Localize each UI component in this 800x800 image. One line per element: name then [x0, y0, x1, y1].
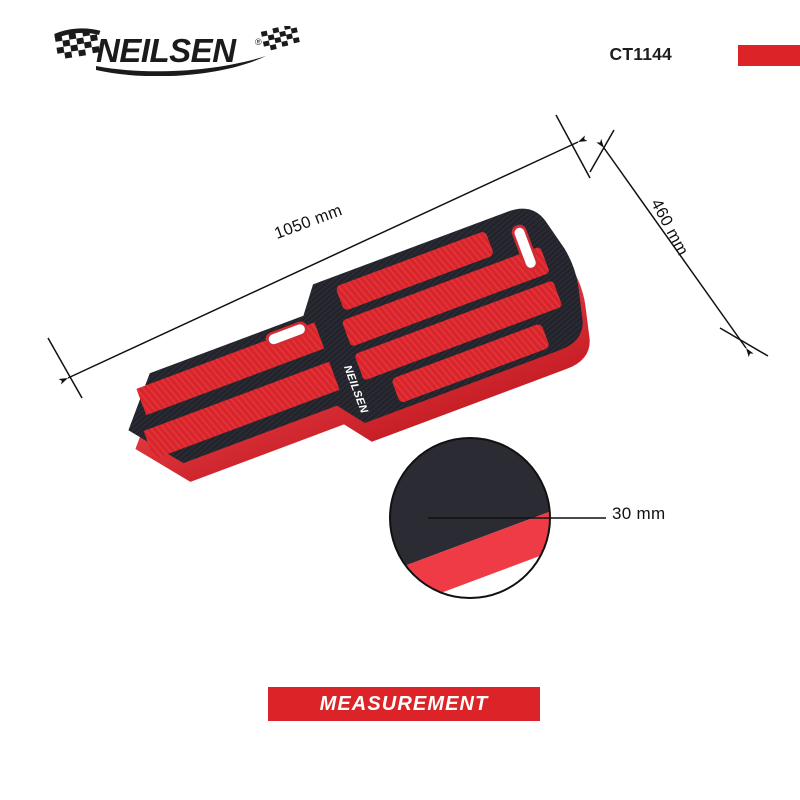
- ext-tick-right: [719, 327, 769, 357]
- magnified-body: [390, 438, 550, 588]
- checkered-flag-right-icon: [260, 26, 300, 51]
- header-accent-block: [738, 45, 800, 66]
- registered-mark: ®: [255, 37, 262, 47]
- brand-logo: NEILSEN ®: [52, 26, 312, 76]
- dimension-line-width: [596, 138, 754, 358]
- product-code: CT1144: [609, 44, 672, 64]
- measurement-banner-label: MEASUREMENT: [319, 692, 489, 715]
- neilsen-logo-svg: NEILSEN ®: [54, 26, 300, 76]
- brand-wordmark: NEILSEN: [96, 32, 237, 69]
- checkered-flag-left-icon: [54, 28, 101, 59]
- ext-tick-left: [47, 337, 83, 399]
- measurement-banner: MEASUREMENT: [268, 687, 540, 721]
- diagram-stage: NEILSEN: [0, 100, 800, 660]
- ext-tick-top-right: [589, 129, 615, 173]
- dimension-label-thickness: 30 mm: [612, 504, 666, 523]
- logo-swoosh: [96, 56, 266, 76]
- page-header: NEILSEN ® CT1144: [0, 0, 800, 100]
- creeper-diagram-svg: NEILSEN: [47, 114, 769, 599]
- ext-tick-top-left: [555, 114, 591, 179]
- dimension-line-length: [58, 135, 588, 385]
- dimension-lines: [47, 114, 769, 399]
